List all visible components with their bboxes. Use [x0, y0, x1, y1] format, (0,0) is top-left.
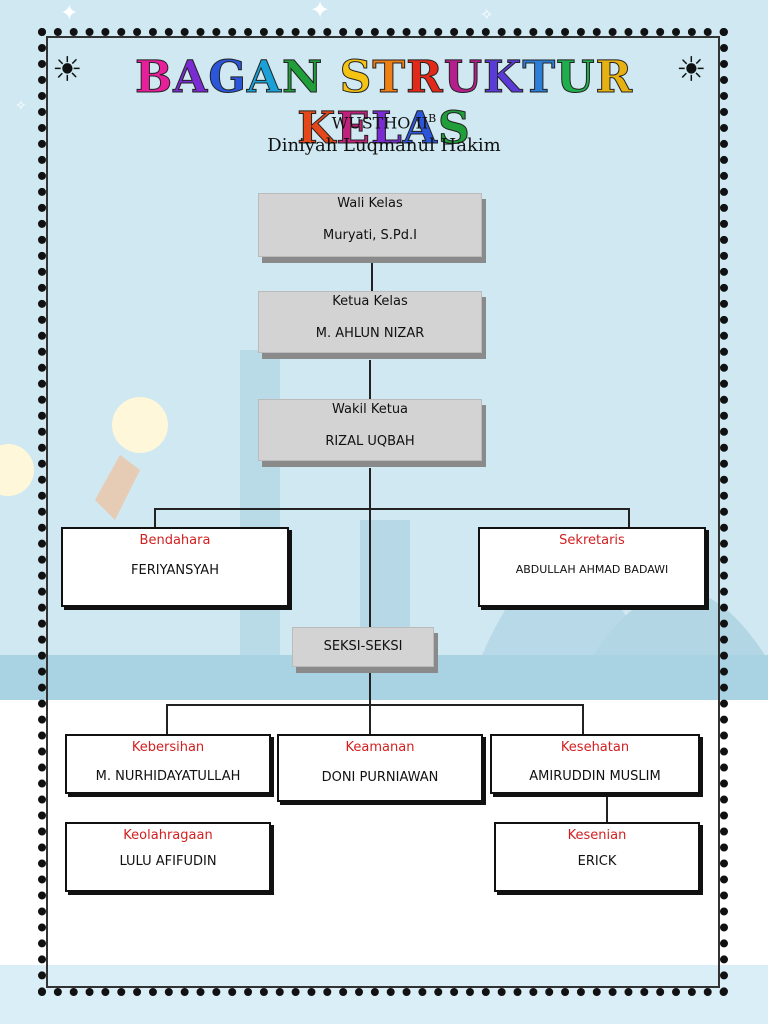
keamanan-box: Keamanan DONI PURNIAWAN	[277, 734, 483, 802]
title-letter: A	[402, 103, 439, 155]
title-letter: K	[297, 103, 337, 155]
title-letter: T	[372, 52, 407, 104]
bendahara-box: Bendahara FERIYANSYAH	[61, 527, 289, 607]
connector-line	[606, 796, 608, 824]
inner-border	[46, 36, 720, 988]
title-letter: B	[134, 52, 174, 104]
kesenian-name: ERICK	[577, 854, 617, 869]
title-letter: S	[339, 52, 373, 104]
keolahragaan-name: LULU AFIFUDIN	[119, 854, 217, 869]
title-letter: U	[556, 52, 596, 104]
kesenian-role: Kesenian	[567, 828, 627, 843]
wakil-ketua-name: RIZAL UQBAH	[325, 434, 415, 449]
kesehatan-box: Kesehatan AMIRUDDIN MUSLIM	[490, 734, 700, 794]
title-letter: L	[370, 103, 403, 155]
connector-line	[154, 508, 156, 528]
page-title: BAGAN STRUKTUR KELAS	[84, 52, 684, 155]
title-letter: G	[208, 52, 247, 104]
connector-line	[371, 262, 373, 292]
kesehatan-role: Kesehatan	[560, 740, 630, 755]
sekretaris-name: ABDULLAH AHMAD BADAWI	[515, 563, 669, 576]
kebersihan-box: Kebersihan M. NURHIDAYATULLAH	[65, 734, 271, 794]
kebersihan-role: Kebersihan	[131, 740, 205, 755]
svg-text:✧: ✧	[480, 5, 493, 24]
connector-line	[166, 704, 584, 706]
connector-line	[154, 508, 630, 510]
connector-line	[582, 704, 584, 736]
connector-line	[628, 508, 630, 528]
ketua-kelas-name: M. AHLUN NIZAR	[315, 326, 425, 341]
keamanan-name: DONI PURNIAWAN	[321, 770, 439, 785]
kebersihan-name: M. NURHIDAYATULLAH	[95, 769, 241, 784]
connector-line	[369, 360, 371, 400]
wali-kelas-box: Wali Kelas Muryati, S.Pd.I	[258, 193, 482, 257]
school-name: Diniyah Luqmanul Hakim	[267, 135, 501, 156]
class-name: WUSTHO IIB	[331, 112, 437, 133]
wali-kelas-name: Muryati, S.Pd.I	[323, 228, 417, 243]
kesenian-box: Kesenian ERICK	[494, 822, 700, 892]
wakil-ketua-box: Wakil Ketua RIZAL UQBAH	[258, 399, 482, 461]
connector-line	[166, 704, 168, 736]
wakil-ketua-role: Wakil Ketua	[331, 402, 409, 417]
seksi-box: SEKSI-SEKSI	[292, 627, 434, 667]
seksi-label: SEKSI-SEKSI	[323, 639, 403, 654]
ketua-kelas-role: Ketua Kelas	[332, 294, 408, 309]
wali-kelas-role: Wali Kelas	[337, 196, 403, 211]
title-letter: A	[246, 52, 283, 104]
bendahara-name: FERIYANSYAH	[131, 563, 219, 578]
keolahragaan-role: Keolahragaan	[123, 828, 213, 843]
title-letter: K	[483, 52, 523, 104]
sun-icon: ☀	[676, 50, 707, 90]
bendahara-role: Bendahara	[139, 533, 211, 548]
ketua-kelas-box: Ketua Kelas M. AHLUN NIZAR	[258, 291, 482, 353]
sekretaris-box: Sekretaris ABDULLAH AHMAD BADAWI	[478, 527, 706, 607]
svg-text:✧: ✧	[15, 98, 27, 114]
title-letter: R	[595, 52, 634, 104]
title-letter: T	[522, 52, 557, 104]
svg-text:✦: ✦	[310, 0, 330, 24]
title-letter: N	[282, 52, 324, 104]
title-letter	[323, 52, 339, 103]
title-letter: U	[443, 52, 484, 104]
sun-icon: ☀	[52, 50, 83, 90]
keolahragaan-box: Keolahragaan LULU AFIFUDIN	[65, 822, 271, 892]
dotted-border	[38, 28, 728, 996]
svg-text:✦: ✦	[60, 1, 78, 26]
title-letter: A	[173, 52, 209, 104]
connector-line	[369, 468, 371, 628]
kesehatan-name: AMIRUDDIN MUSLIM	[529, 769, 661, 784]
title-letter: R	[406, 52, 444, 104]
keamanan-role: Keamanan	[345, 740, 415, 755]
title-letter: S	[438, 103, 471, 155]
sekretaris-role: Sekretaris	[559, 533, 625, 548]
title-letter: E	[336, 103, 371, 155]
